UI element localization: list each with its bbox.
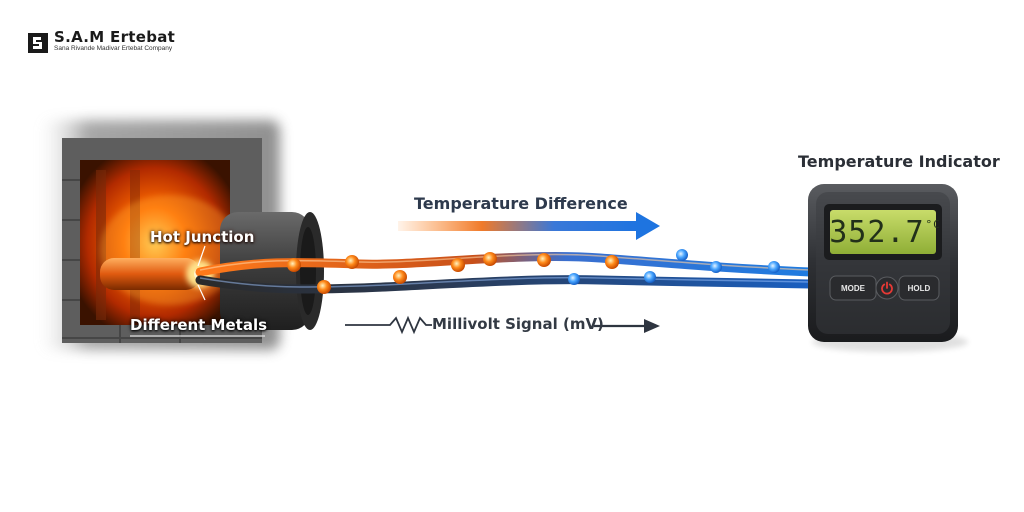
power-button[interactable] bbox=[876, 277, 898, 299]
label-hot-junction: Hot Junction bbox=[150, 228, 255, 246]
lcd-screen bbox=[830, 210, 936, 254]
label-pointers bbox=[130, 245, 265, 337]
brand-text: S.A.M Ertebat Sana Rivande Madivar Erteb… bbox=[54, 30, 175, 53]
hold-button[interactable]: HOLD bbox=[907, 283, 931, 293]
electron-particles bbox=[287, 249, 780, 294]
readout-unit: °C bbox=[925, 217, 941, 231]
temperature-difference-arrow bbox=[398, 212, 660, 240]
temperature-indicator-device bbox=[808, 184, 968, 352]
label-millivolt-signal: Millivolt Signal (mV) bbox=[432, 315, 604, 333]
temperature-readout: 352.7°C bbox=[829, 212, 941, 252]
label-different-metals: Different Metals bbox=[130, 316, 268, 334]
power-icon bbox=[881, 281, 893, 295]
brand-logo: S.A.M Ertebat Sana Rivande Madivar Erteb… bbox=[28, 30, 175, 53]
brand-tagline: Sana Rivande Madivar Ertebat Company bbox=[54, 45, 173, 52]
mode-button[interactable]: MODE bbox=[841, 283, 865, 293]
label-temperature-indicator: Temperature Indicator bbox=[798, 152, 1000, 171]
logo-mark-icon bbox=[28, 32, 48, 53]
label-temperature-difference: Temperature Difference bbox=[414, 194, 628, 213]
brand-name: S.A.M Ertebat bbox=[54, 28, 176, 46]
millivolt-signal-wave bbox=[345, 315, 660, 335]
readout-value: 352.7 bbox=[829, 214, 925, 250]
